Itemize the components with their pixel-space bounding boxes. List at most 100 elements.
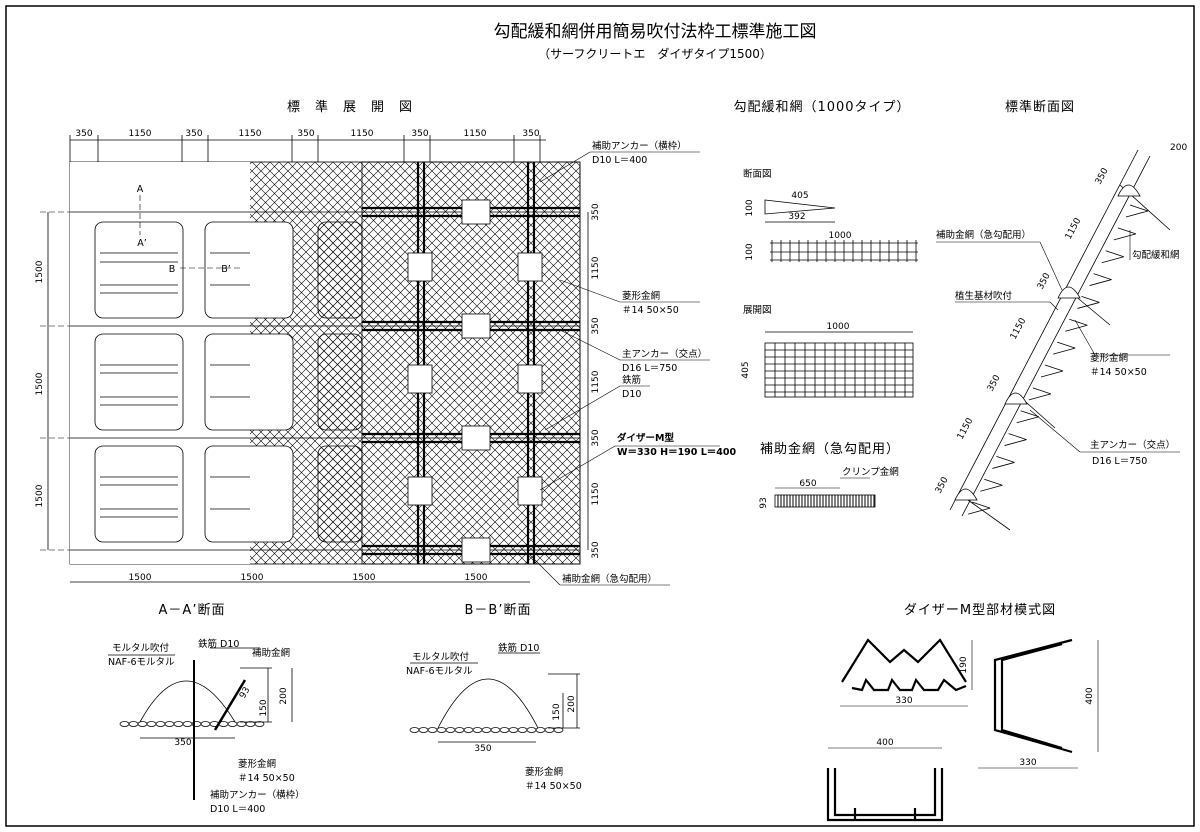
drawing-line (1093, 273, 1112, 280)
aux-anchor-spec: D10 L＝400 (592, 155, 647, 166)
dim-text: 1150 (591, 370, 601, 393)
ss-vegetation-label: 植生基材吹付 (955, 290, 1013, 302)
aux-mesh-heading: 補助金網（急勾配用） (760, 441, 900, 457)
dim-text: 1500 (129, 573, 152, 583)
drawing-line (984, 478, 1003, 486)
dim-text: 150 (259, 699, 269, 716)
drawing-line (1032, 387, 1051, 395)
mesh-link (490, 727, 501, 733)
dim-text: 650 (799, 479, 816, 489)
mesh-link (526, 727, 537, 733)
dim-text: 330 (895, 696, 912, 706)
dim-text: 350 (75, 129, 92, 139)
dim-text: 1150 (956, 416, 976, 441)
dim-text: 350 (591, 317, 601, 334)
mesh-dev-label: 展開図 (743, 305, 772, 316)
drawing-line (1129, 204, 1149, 212)
dim-text: 1000 (827, 322, 850, 332)
drawing-line (1125, 210, 1149, 218)
mesh-link (182, 721, 193, 727)
mesh-link (535, 727, 546, 733)
dim-text: 392 (788, 212, 805, 222)
mesh-link (128, 721, 139, 727)
drawing-line (1028, 393, 1051, 401)
drawing-line (1069, 318, 1088, 326)
dim-text: 1150 (1064, 216, 1084, 241)
mesh-link (409, 727, 420, 733)
mesh-link (137, 721, 148, 727)
dim-text: 350 (591, 541, 601, 558)
aa-aux-mesh-label: 補助金網 (252, 647, 290, 659)
cut-label-b: B (169, 264, 176, 275)
aux-anchor-label: 補助アンカー（横枠） (592, 140, 687, 152)
development-top-dims: 350 1150 350 1150 350 1150 350 1150 350 (75, 129, 539, 139)
drawing-line (1053, 347, 1076, 355)
drawing-line (1016, 416, 1039, 424)
development-left-dims: 1500 1500 1500 (35, 260, 45, 507)
dim-text: 330 (1019, 758, 1036, 768)
drawing-line (1008, 433, 1027, 440)
dim-text: 350 (522, 129, 539, 139)
dim-text: 1150 (1009, 316, 1029, 341)
rebar-label: 鉄筋 (622, 374, 641, 386)
daiza-m-dims (828, 640, 1099, 769)
mesh-link (173, 721, 184, 727)
development-heading: 標 準 展 開 図 (287, 99, 413, 115)
drawing-line (1004, 439, 1027, 446)
cut-label-b-prime: B’ (221, 264, 231, 275)
dim-text: 350 (185, 129, 202, 139)
ss-main-anchor-label: 主アンカー（交点） (1090, 439, 1175, 451)
drawing-line (1101, 256, 1124, 264)
drawing-line (968, 507, 991, 515)
mesh-section-label: 断面図 (743, 168, 772, 180)
dim-text: 350 (591, 203, 601, 220)
standard-section-leaders (936, 230, 1180, 453)
mesh-link (427, 727, 438, 733)
ss-diamond-label: 菱形金網 (1090, 352, 1128, 364)
mesh-heading: 勾配緩和網（1000タイプ） (733, 100, 910, 115)
drawing-line (1077, 302, 1100, 309)
dim-text: 200 (1170, 143, 1187, 153)
dim-text: 350 (474, 744, 491, 754)
cut-labels: A A’ B B’ (137, 184, 231, 275)
drawing-line (1117, 227, 1136, 235)
aa-mortar-label: モルタル吹付 (112, 642, 170, 654)
mesh-link (227, 721, 238, 727)
dim-text: 405 (741, 361, 751, 378)
aux-mesh-detail (774, 477, 876, 508)
bb-diamond-label: 菱形金網 (525, 766, 563, 778)
mesh-link (517, 727, 528, 733)
drawing-subtitle: （サーフクリートエ ダイザタイプ1500） (538, 46, 772, 61)
bb-section-drawing (409, 652, 580, 743)
dim-text: 350 (1036, 271, 1053, 291)
drawing-line (972, 501, 991, 509)
mesh-link (499, 727, 510, 733)
daiza-label: ダイザーM型 (617, 432, 674, 444)
bb-rebar-label: 鉄筋 D10 (498, 642, 539, 654)
development-plan (40, 135, 589, 583)
bb-diamond-spec: ＃14 50×50 (525, 781, 582, 792)
dim-text: 1150 (464, 129, 487, 139)
development-callouts (529, 151, 720, 586)
dim-text: 1150 (591, 482, 601, 505)
aux-mesh-callout: 補助金網（急勾配用） (562, 573, 657, 585)
aa-section-drawing (108, 647, 293, 800)
dim-text: 1150 (239, 129, 262, 139)
dim-text: 1500 (35, 372, 45, 395)
dim-text: 350 (411, 129, 428, 139)
mesh-link (553, 727, 564, 733)
aa-anchor-spec: D10 L＝400 (210, 804, 265, 815)
drawing-line (1040, 370, 1064, 378)
dim-text: 190 (959, 656, 969, 673)
standard-section-drawing (949, 149, 1171, 531)
mesh-link (472, 727, 483, 733)
mesh-link (119, 721, 130, 727)
bb-mortar-spec: NAF-6モルタル (406, 666, 473, 677)
mesh-link (200, 721, 211, 727)
mesh-link (155, 721, 166, 727)
mesh-link (508, 727, 519, 733)
dim-text: 93 (759, 497, 769, 508)
dim-text: 1500 (465, 573, 488, 583)
dim-text: 100 (745, 199, 755, 216)
